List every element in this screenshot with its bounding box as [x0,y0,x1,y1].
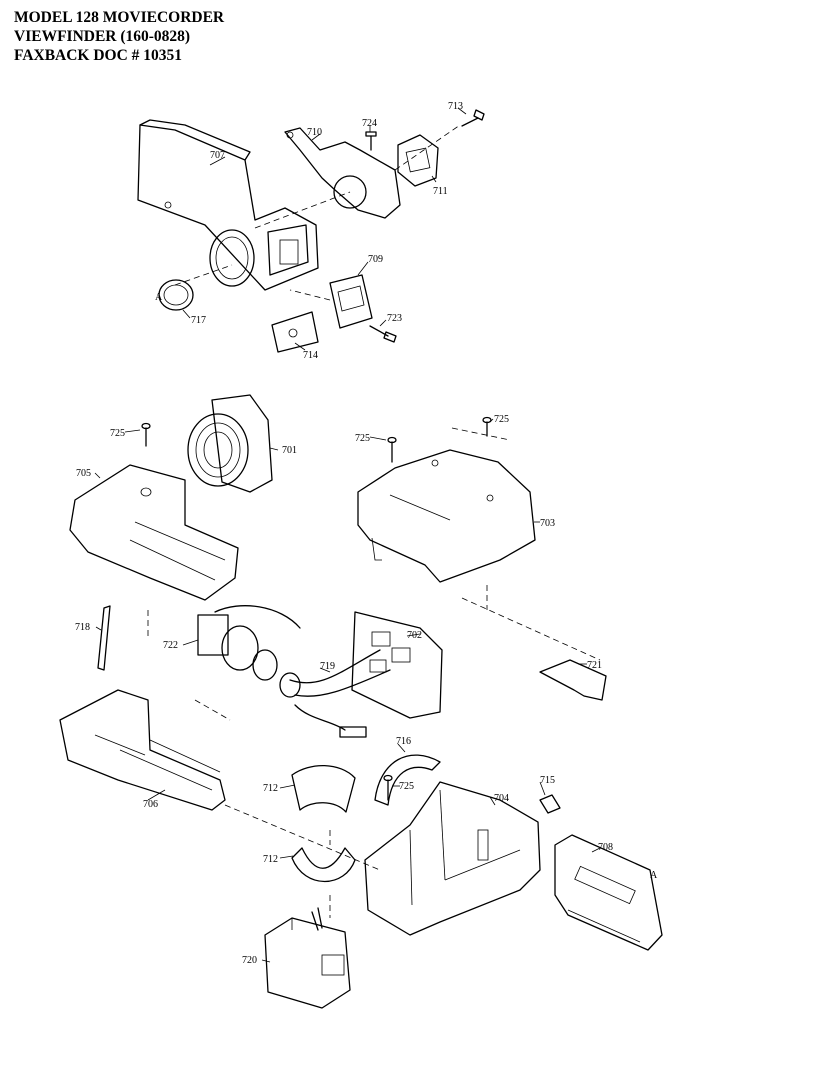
label-709: 709 [368,254,383,265]
part-723-screw [369,325,397,343]
part-714-plate [271,311,319,353]
part-722-motor-assembly [197,605,391,738]
label-711: 711 [433,186,448,197]
label-701: 701 [282,445,297,456]
label-725-a: 725 [110,428,125,439]
label-707: 707 [210,150,225,161]
faxback-doc-number: FAXBACK DOC # 10351 [14,47,183,64]
part-725-screw-d [383,774,393,801]
label-702: 702 [407,630,422,641]
label-720: 720 [242,955,257,966]
part-707-housing [137,119,319,291]
viewfinder-part-number: VIEWFINDER (160-0828) [14,28,191,45]
label-725-b: 725 [355,433,370,444]
part-716-band [374,754,441,806]
label-708: 708 [598,842,613,853]
label-721: 721 [587,660,602,671]
label-722: 722 [163,640,178,651]
label-704: 704 [494,793,509,804]
part-725-screw-b [387,436,397,463]
part-725-screw-c [482,416,492,437]
model-title: MODEL 128 MOVIECORDER [14,9,225,26]
part-712-clamp-upper [291,764,356,813]
label-706: 706 [143,799,158,810]
part-712-clamp-lower [291,847,356,882]
part-721-pad [539,659,607,701]
part-725-screw-a [141,422,151,447]
part-704-main-housing [364,781,541,936]
label-715: 715 [540,775,555,786]
ref-a-top: A [155,292,163,303]
label-712-upper: 712 [263,783,278,794]
part-703-top-cover [357,449,536,583]
part-711-plate [397,134,439,187]
label-714: 714 [303,350,318,361]
label-724: 724 [362,118,377,129]
ref-a-bottom: A [650,870,658,881]
label-725-c: 725 [494,414,509,425]
part-702-circuit-board [351,611,443,719]
part-705-cover [69,464,239,601]
part-706-bottom-housing [59,689,226,811]
part-709-bracket [329,274,373,329]
part-713-screw [461,109,485,127]
label-717: 717 [191,315,206,326]
label-719: 719 [320,661,335,672]
label-712-lower: 712 [263,854,278,865]
doc-header: MODEL 128 MOVIECORDER VIEWFINDER (160-08… [14,8,224,65]
label-713: 713 [448,101,463,112]
label-716: 716 [396,736,411,747]
part-701-lens-housing [187,394,273,493]
label-705: 705 [76,468,91,479]
part-718-lens [97,605,111,671]
part-724-screw [365,131,377,151]
part-710-bracket [284,127,401,219]
part-708-door [554,834,663,951]
label-725-d: 725 [399,781,414,792]
label-703: 703 [540,518,555,529]
part-720-power-module [264,907,351,1009]
label-723: 723 [387,313,402,324]
label-718: 718 [75,622,90,633]
part-715-clip [539,794,561,814]
label-710: 710 [307,127,322,138]
